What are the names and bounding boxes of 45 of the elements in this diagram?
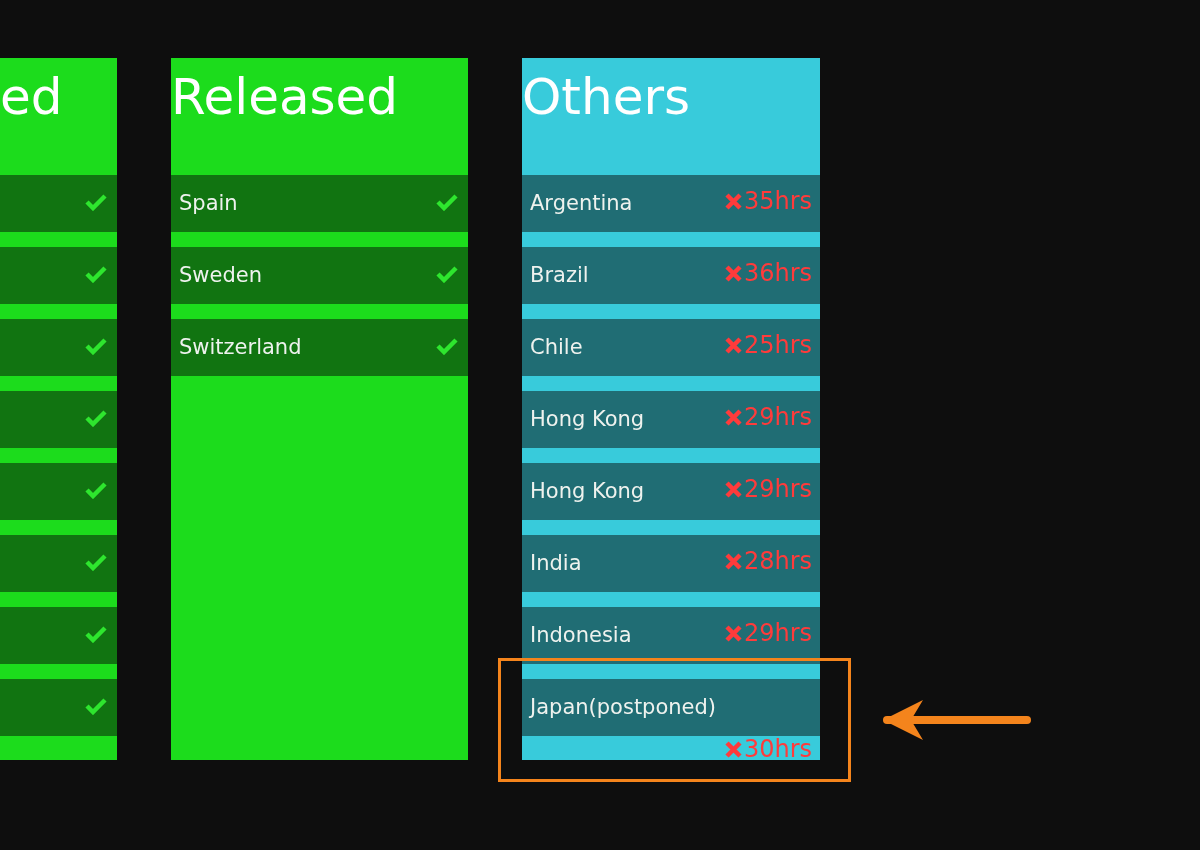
column-panel — [171, 58, 468, 760]
country-name: Hong Kong — [530, 479, 645, 505]
list-row — [0, 175, 117, 232]
column-panel — [522, 58, 820, 760]
list-row — [0, 607, 117, 664]
column-panel — [0, 58, 117, 760]
country-name: Brazil — [530, 263, 589, 289]
hours-text: 30hrs — [743, 737, 812, 761]
arrow — [883, 700, 1031, 740]
list-row — [522, 463, 820, 520]
hours-text: 35hrs — [743, 189, 812, 213]
list-row — [171, 247, 468, 304]
list-row — [0, 463, 117, 520]
country-name: Japan(postponed) — [530, 695, 717, 721]
list-row — [0, 319, 117, 376]
country-name: Hong Kong — [530, 407, 645, 433]
country-name: Sweden — [179, 263, 262, 289]
column-heading: ed — [0, 72, 63, 122]
list-row — [522, 319, 820, 376]
hours-text: 29hrs — [743, 621, 812, 645]
country-name: Switzerland — [179, 335, 302, 361]
hours-text: 28hrs — [743, 549, 812, 573]
column-heading: Released — [171, 72, 399, 122]
country-name: Indonesia — [530, 623, 632, 649]
country-name: Chile — [530, 335, 583, 361]
list-row — [171, 175, 468, 232]
country-name: India — [530, 551, 582, 577]
list-row — [0, 679, 117, 736]
country-name: Argentina — [530, 191, 633, 217]
list-row — [171, 319, 468, 376]
list-row — [0, 247, 117, 304]
hours-text: 29hrs — [743, 477, 812, 501]
column-heading: Others — [522, 72, 691, 122]
list-row — [0, 391, 117, 448]
country-name: Spain — [179, 191, 238, 217]
hours-text: 25hrs — [743, 333, 812, 357]
list-row — [522, 175, 820, 232]
hours-text: 36hrs — [743, 261, 812, 285]
list-row — [0, 535, 117, 592]
hours-text: 29hrs — [743, 405, 812, 429]
list-row — [522, 247, 820, 304]
list-row — [522, 391, 820, 448]
highlight-frame — [498, 658, 851, 782]
list-row — [522, 535, 820, 592]
list-row — [522, 607, 820, 664]
